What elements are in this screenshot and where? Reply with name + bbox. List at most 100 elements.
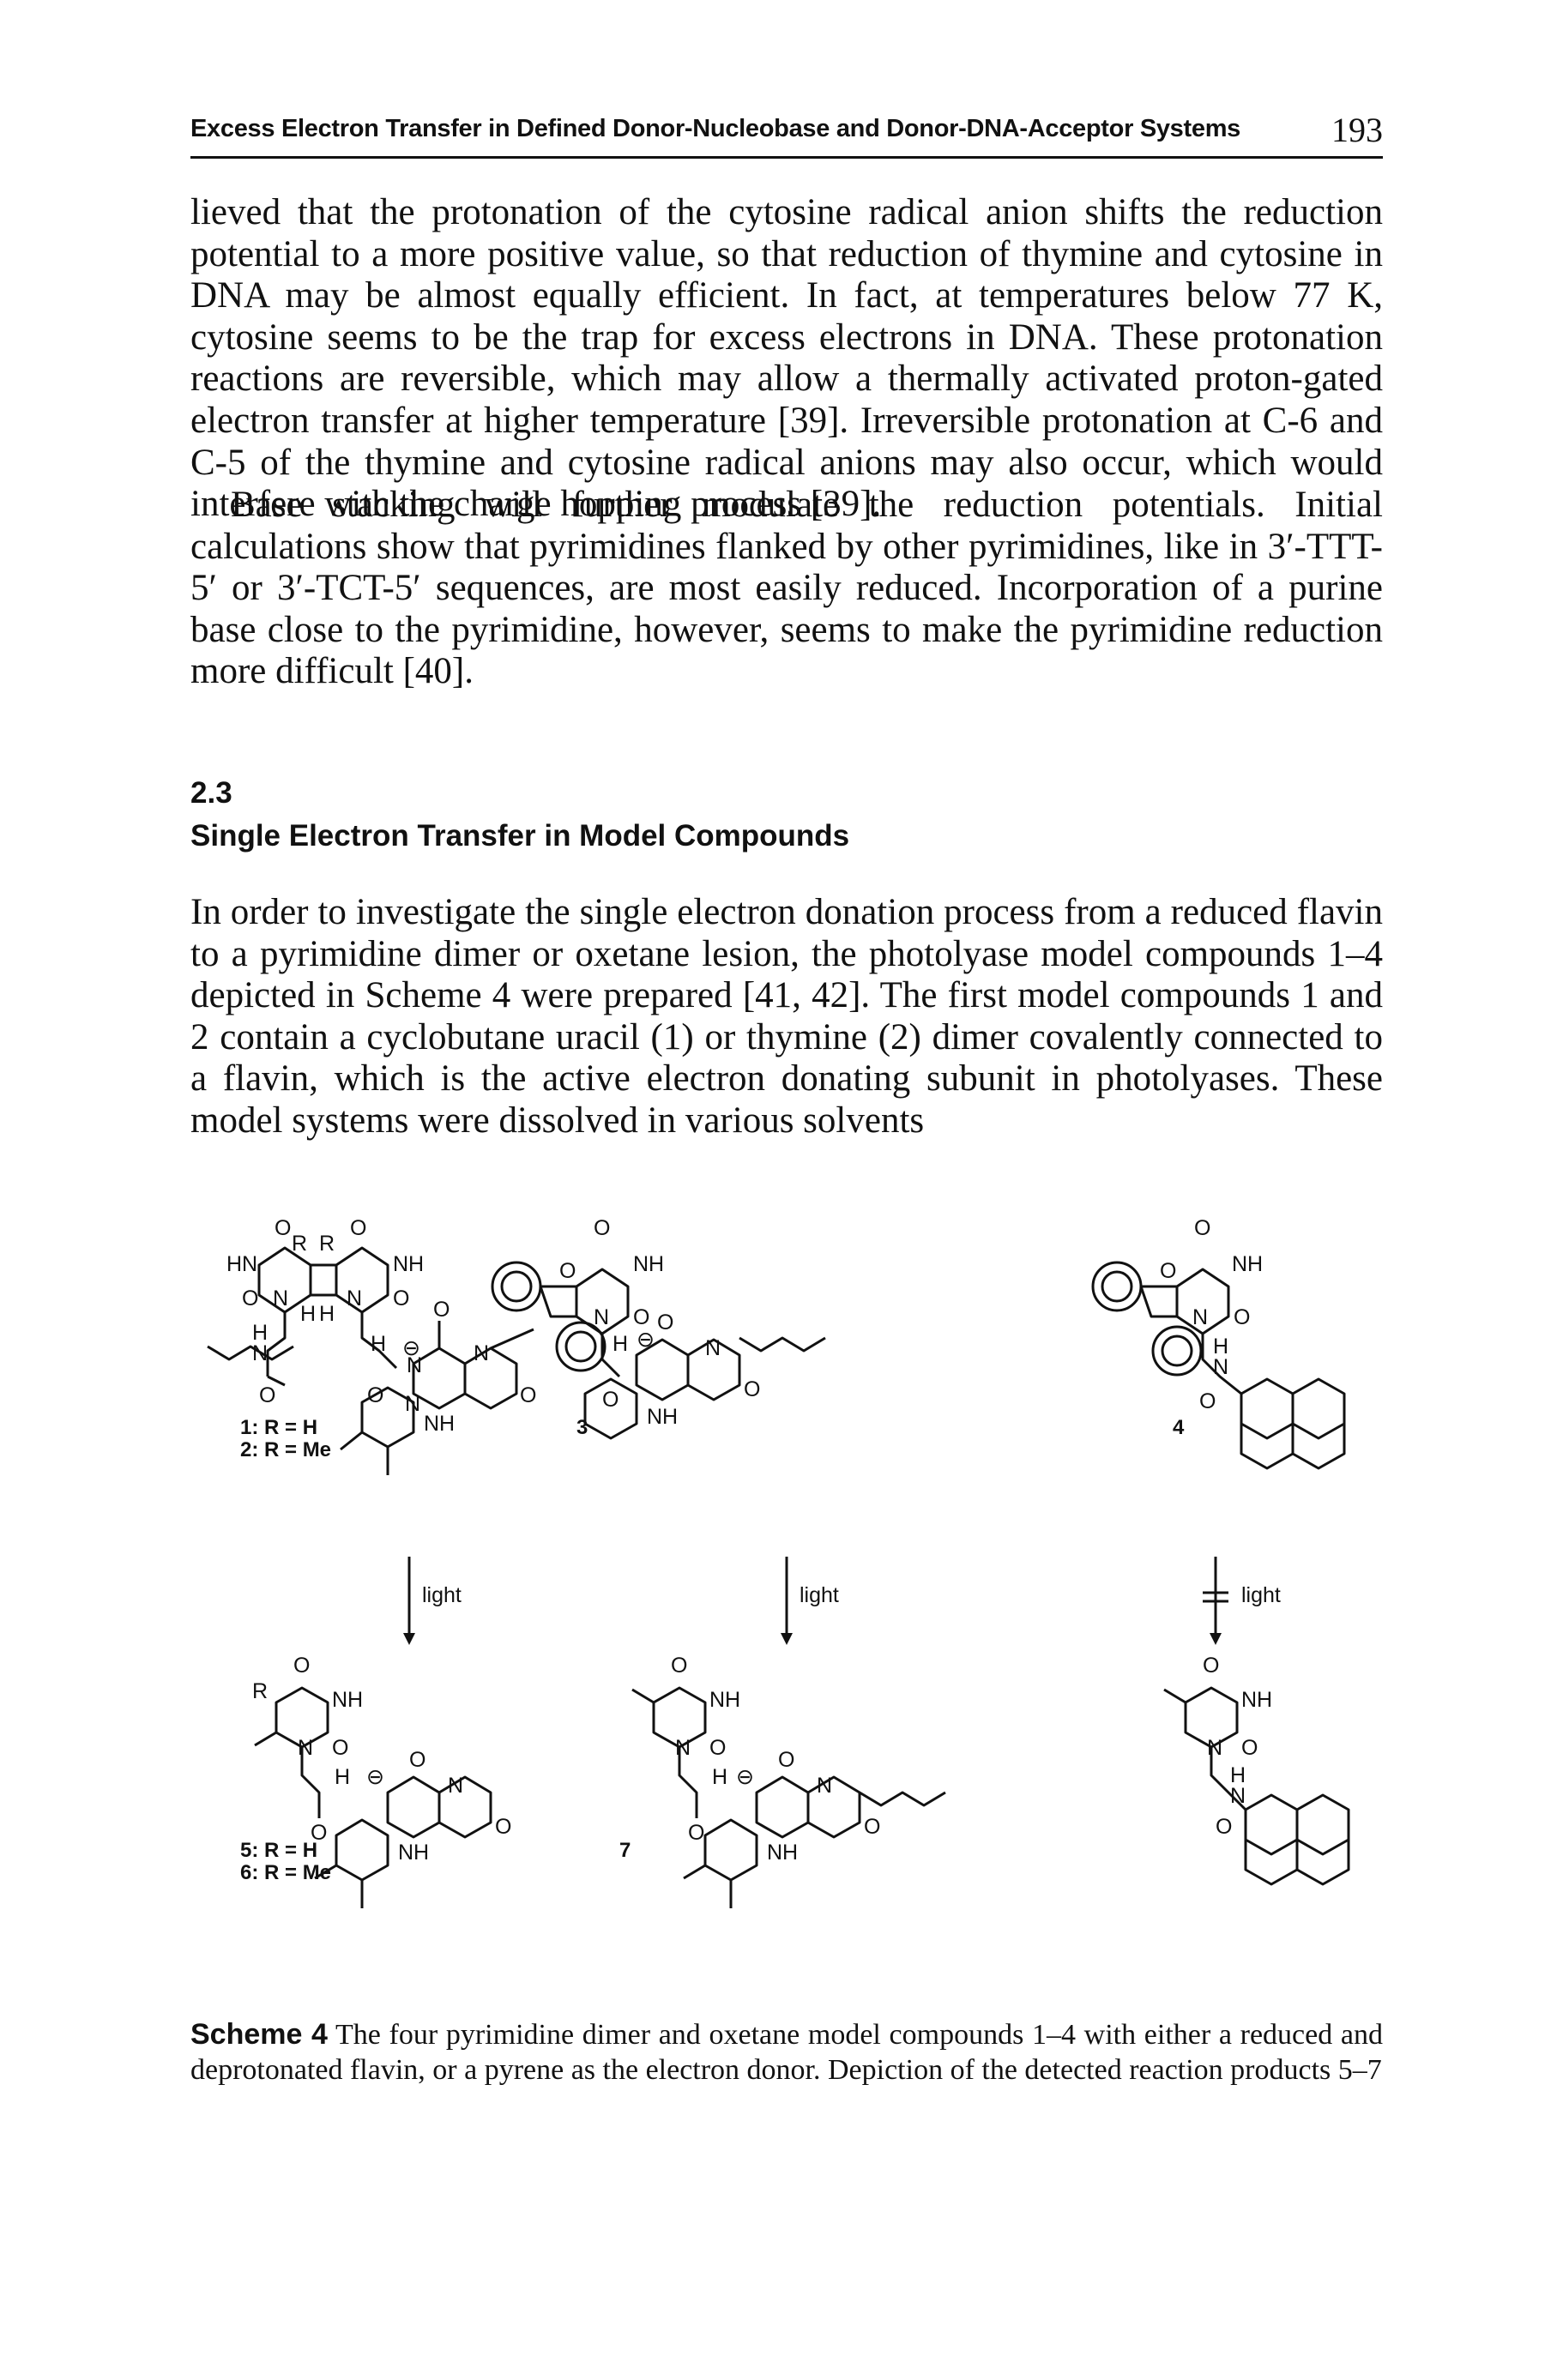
label-compound-2: 2: R = Me xyxy=(240,1438,331,1461)
paragraph-3: In order to investigate the single elect… xyxy=(190,892,1383,1141)
atom-n: N xyxy=(298,1736,313,1760)
atom-h: H xyxy=(1230,1763,1246,1787)
atom-o: O xyxy=(559,1259,576,1283)
atom-h: H xyxy=(613,1332,628,1356)
atom-hn: HN xyxy=(226,1252,257,1276)
atom-o: O xyxy=(275,1216,291,1240)
atom-o: O xyxy=(409,1748,425,1772)
page-number: 193 xyxy=(1331,111,1383,149)
scheme-caption: Scheme 4 The four pyrimidine dimer and o… xyxy=(190,2017,1383,2088)
atom-n: N xyxy=(252,1341,268,1365)
atom-n: N xyxy=(675,1736,691,1760)
atom-n: N xyxy=(405,1392,420,1416)
reaction-arrow-2 xyxy=(781,1557,793,1645)
atom-o: O xyxy=(864,1815,880,1839)
atom-o: O xyxy=(1234,1305,1250,1329)
flavin-charge: ⊖ xyxy=(366,1765,384,1789)
atom-o: O xyxy=(594,1216,610,1240)
atom-n: N xyxy=(1207,1736,1222,1760)
atom-o: O xyxy=(778,1748,794,1772)
atom-o: O xyxy=(671,1654,687,1678)
atom-o: O xyxy=(393,1286,409,1311)
atom-n: N xyxy=(817,1774,832,1798)
atom-h: H xyxy=(712,1765,727,1789)
arrow-label-light: light xyxy=(800,1583,839,1607)
atom-h: H xyxy=(319,1302,335,1326)
atom-n: N xyxy=(448,1774,463,1798)
atom-n: N xyxy=(347,1286,362,1311)
label-compound-3: 3 xyxy=(576,1416,588,1439)
atom-o: O xyxy=(657,1311,673,1335)
label-compound-6: 6: R = Me xyxy=(240,1861,331,1884)
structure-product-4: O NH N O H N O xyxy=(1163,1654,1350,1886)
atom-nh: NH xyxy=(424,1412,455,1436)
atom-o: O xyxy=(1241,1736,1258,1760)
atom-h: H xyxy=(1213,1335,1228,1359)
arrow-label-light: light xyxy=(1241,1583,1281,1607)
atom-nh: NH xyxy=(398,1841,429,1865)
structure-compound-7: O NH N O H O ⊖ O N O NH xyxy=(631,1654,946,1908)
atom-nh: NH xyxy=(709,1688,740,1712)
atom-o: O xyxy=(1160,1259,1176,1283)
paragraph-1: lieved that the protonation of the cytos… xyxy=(190,192,1383,525)
atom-nh: NH xyxy=(332,1688,363,1712)
atom-h: H xyxy=(252,1321,268,1345)
reaction-arrow-1 xyxy=(403,1557,415,1645)
label-compound-5: 5: R = H xyxy=(240,1839,317,1862)
atom-o: O xyxy=(688,1821,704,1845)
atom-nh: NH xyxy=(633,1252,664,1276)
label-compound-7: 7 xyxy=(619,1839,631,1862)
structure-compound-3: O O NH N O H O ⊖ O N O NH xyxy=(491,1216,826,1440)
caption-label: Scheme 4 xyxy=(190,2018,328,2051)
structure-flavin-1: ⊖ O N N O N NH xyxy=(340,1298,536,1475)
atom-o: O xyxy=(1216,1815,1232,1839)
scheme-4-figure: O O R R HN NH O O N N H H H N O H O ⊖ O … xyxy=(190,1209,1383,1981)
atom-o: O xyxy=(242,1286,258,1311)
paragraph-2: Base stacking will further modulate the … xyxy=(190,485,1383,692)
atom-nh: NH xyxy=(393,1252,424,1276)
atom-n: N xyxy=(273,1286,288,1311)
atom-n: N xyxy=(594,1305,609,1329)
atom-h: H xyxy=(300,1302,316,1326)
atom-n: N xyxy=(474,1341,489,1365)
structure-compound-1-2: O O R R HN NH O O N N H H H N O H O xyxy=(207,1216,424,1407)
running-title: Excess Electron Transfer in Defined Dono… xyxy=(190,115,1241,142)
atom-o: O xyxy=(520,1383,536,1407)
section-number: 2.3 xyxy=(190,776,232,810)
atom-n: N xyxy=(1213,1355,1228,1379)
atom-o: O xyxy=(1203,1654,1219,1678)
atom-nh: NH xyxy=(1241,1688,1272,1712)
atom-o: O xyxy=(709,1736,726,1760)
flavin-charge: ⊖ xyxy=(637,1328,655,1352)
atom-o: O xyxy=(433,1298,450,1322)
atom-r: R xyxy=(292,1232,307,1256)
atom-n: N xyxy=(407,1353,422,1377)
atom-h: H xyxy=(335,1765,350,1789)
atom-o: O xyxy=(633,1305,649,1329)
atom-o: O xyxy=(332,1736,348,1760)
atom-nh: NH xyxy=(767,1841,798,1865)
arrow-label-light: light xyxy=(422,1583,462,1607)
atom-o: O xyxy=(311,1821,327,1845)
atom-n: N xyxy=(1192,1305,1208,1329)
flavin-charge: ⊖ xyxy=(736,1765,754,1789)
atom-r: R xyxy=(319,1232,335,1256)
atom-o: O xyxy=(293,1654,310,1678)
atom-o: O xyxy=(1194,1216,1210,1240)
atom-n: N xyxy=(705,1336,721,1360)
section-title: Single Electron Transfer in Model Compou… xyxy=(190,819,850,853)
atom-n: N xyxy=(1230,1784,1246,1808)
structure-compound-4: O O NH N O H N O xyxy=(1091,1216,1346,1470)
reaction-arrow-3-blocked xyxy=(1203,1557,1228,1645)
flavin-charge: ⊖ xyxy=(402,1336,420,1360)
running-header: Excess Electron Transfer in Defined Dono… xyxy=(190,110,1383,159)
atom-nh: NH xyxy=(1232,1252,1263,1276)
atom-h: H xyxy=(371,1332,386,1356)
atom-o: O xyxy=(1199,1389,1216,1413)
label-compound-4: 4 xyxy=(1173,1416,1185,1439)
label-compound-1: 1: R = H xyxy=(240,1416,317,1439)
atom-o: O xyxy=(259,1383,275,1407)
atom-r: R xyxy=(252,1679,268,1703)
atom-o: O xyxy=(495,1815,511,1839)
atom-o: O xyxy=(602,1388,619,1412)
